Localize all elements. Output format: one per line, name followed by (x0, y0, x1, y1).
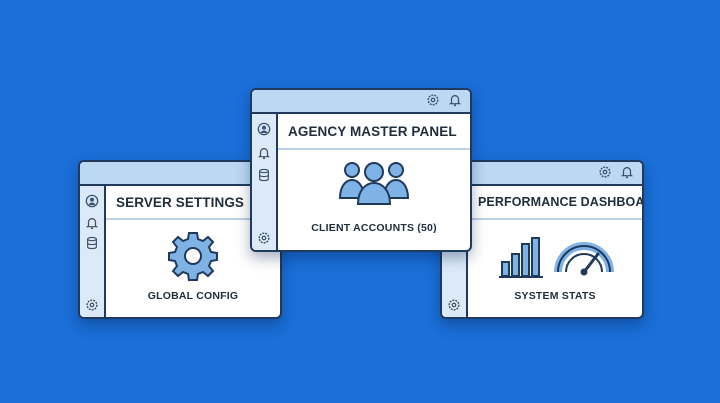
sidebar (80, 186, 106, 317)
bar-chart-icon (498, 236, 544, 283)
titlebar (252, 90, 470, 114)
users-group-icon (338, 158, 410, 211)
titlebar (442, 162, 642, 186)
settings-icon[interactable] (447, 298, 461, 312)
bell-icon[interactable] (85, 216, 99, 230)
panel-body: CLIENT ACCOUNTS (50) (278, 150, 470, 250)
panel-title: PERFORMANCE DASHBOARD (468, 186, 642, 220)
bell-icon[interactable] (448, 93, 462, 107)
settings-icon[interactable] (426, 93, 440, 107)
panel-body: SYSTEM STATS (468, 220, 642, 317)
panel-caption: SYSTEM STATS (514, 290, 596, 302)
panel-body: GLOBAL CONFIG (106, 220, 280, 317)
database-icon[interactable] (85, 236, 99, 250)
user-circle-icon[interactable] (85, 194, 99, 208)
settings-icon[interactable] (257, 231, 271, 245)
database-icon[interactable] (257, 168, 271, 182)
agency-master-panel-window[interactable]: AGENCY MASTER PANEL CLIENT ACCOUNTS (50) (250, 88, 472, 252)
settings-icon[interactable] (598, 165, 612, 179)
panel-caption: GLOBAL CONFIG (147, 290, 239, 302)
bell-icon[interactable] (620, 165, 634, 179)
server-settings-window[interactable]: SERVER SETTINGS GLOBAL CONFIG (78, 160, 282, 319)
panel-title: AGENCY MASTER PANEL (278, 114, 470, 150)
bell-icon[interactable] (257, 146, 271, 160)
settings-icon[interactable] (85, 298, 99, 312)
sidebar (252, 114, 278, 250)
panel-title: SERVER SETTINGS (106, 186, 280, 220)
speedometer-gauge-icon (554, 238, 614, 283)
user-circle-icon[interactable] (257, 122, 271, 136)
titlebar (80, 162, 280, 186)
panel-caption: CLIENT ACCOUNTS (50) (311, 222, 437, 234)
gear-icon (167, 230, 219, 287)
